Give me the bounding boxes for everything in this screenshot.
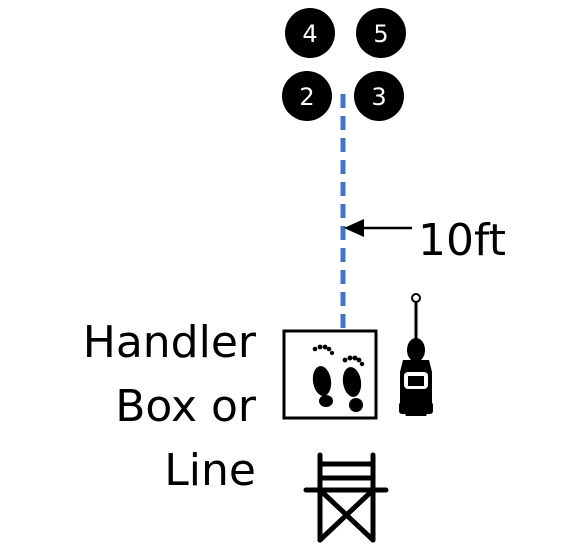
marker-3-label: 3: [371, 83, 386, 111]
distance-label: 10ft: [418, 215, 506, 266]
marker-3: 3: [354, 71, 404, 121]
footprints-icon: [312, 344, 365, 412]
marker-5-label: 5: [373, 20, 388, 48]
handler-label-line-3: Line: [164, 445, 256, 496]
handler-label-line-2: Box or: [115, 381, 257, 432]
marker-5: 5: [356, 8, 406, 58]
marker-2-label: 2: [299, 83, 314, 111]
handler-box: [282, 329, 378, 420]
arrow-left-icon: [344, 219, 412, 237]
director-chair-icon: [303, 452, 389, 543]
handler-label-line-1: Handler: [83, 317, 257, 368]
marker-2: 2: [282, 71, 332, 121]
marker-4: 4: [285, 8, 335, 58]
marker-4-label: 4: [302, 20, 317, 48]
dog-icon: [399, 293, 433, 416]
